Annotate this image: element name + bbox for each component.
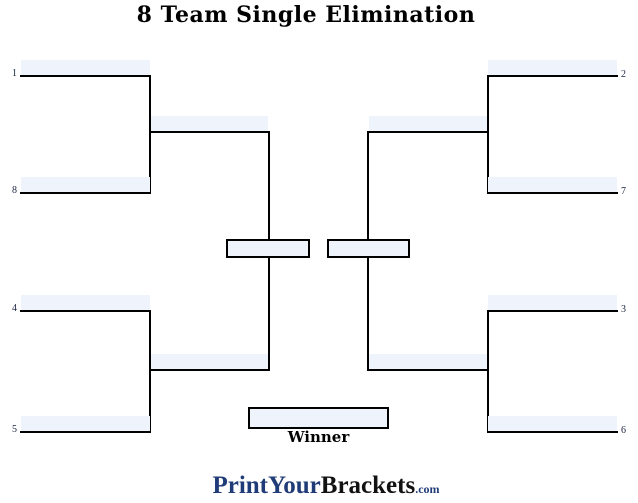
team-field-seed-7[interactable] [488, 177, 617, 192]
logo-text-black: Brackets [320, 472, 416, 499]
champion-field[interactable] [248, 407, 389, 429]
team-field-seed-5[interactable] [21, 416, 150, 431]
team-field-seed-8[interactable] [21, 177, 150, 192]
seed5-line [20, 431, 151, 433]
seed-label-2: 2 [621, 69, 626, 80]
team-field-seed-1[interactable] [21, 60, 150, 75]
seed2-line [487, 75, 618, 77]
seed6-line [487, 431, 618, 433]
finalist-field-left[interactable] [226, 239, 310, 258]
logo-text-suffix: .com [415, 482, 440, 496]
seed8-line [20, 192, 151, 194]
finalist-field-right[interactable] [327, 239, 410, 258]
left-top-bracket-vertical [149, 75, 151, 194]
right-top-bracket-vertical [487, 75, 489, 194]
team-field-seed-2[interactable] [488, 60, 617, 75]
seed4-line [20, 310, 151, 312]
semifinal-right-top-line [367, 131, 489, 133]
seed-label-4: 4 [12, 303, 17, 314]
semifinal-field-right-top[interactable] [369, 116, 487, 131]
semifinal-field-right-bottom[interactable] [369, 354, 487, 369]
semifinal-left-bottom-line [149, 369, 270, 371]
printyourbrackets-logo: PrintYourBrackets.com [0, 472, 638, 500]
page-title: 8 Team Single Elimination [136, 2, 476, 28]
team-field-seed-3[interactable] [488, 295, 617, 310]
seed-label-5: 5 [12, 424, 17, 435]
team-field-seed-6[interactable] [488, 416, 617, 431]
right-bottom-bracket-vertical [487, 310, 489, 433]
team-field-seed-4[interactable] [21, 295, 150, 310]
seed3-line [487, 310, 618, 312]
seed-label-6: 6 [621, 425, 626, 436]
logo-text-blue: PrintYour [212, 472, 321, 499]
seed1-line [20, 75, 151, 77]
seed7-line [487, 192, 618, 194]
semifinal-field-left-top[interactable] [151, 116, 268, 131]
semifinal-left-top-line [149, 131, 270, 133]
semifinal-field-left-bottom[interactable] [151, 354, 268, 369]
semifinal-right-bottom-line [367, 369, 489, 371]
seed-label-8: 8 [12, 185, 17, 196]
seed-label-7: 7 [621, 186, 626, 197]
left-bottom-bracket-vertical [149, 310, 151, 433]
winner-label: Winner [287, 428, 350, 446]
seed-label-3: 3 [621, 304, 626, 315]
seed-label-1: 1 [12, 68, 17, 79]
